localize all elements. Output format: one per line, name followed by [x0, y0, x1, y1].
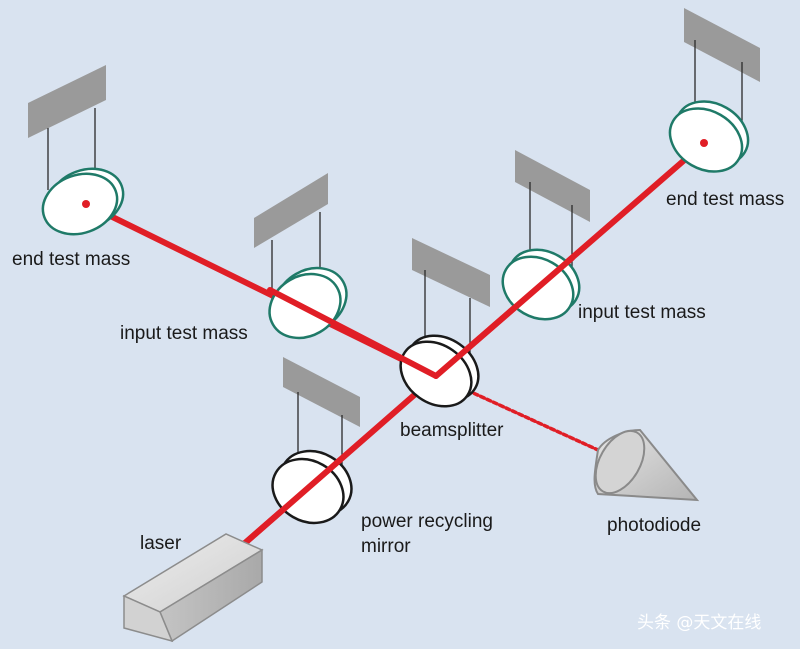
suspension-plate-left-end — [28, 65, 106, 138]
end-test-mass-left — [41, 167, 125, 236]
watermark: 头条 @天文在线 — [637, 613, 761, 633]
label-end-test-mass-right: end test mass — [666, 189, 784, 210]
beam-segments-through-optics — [234, 255, 575, 553]
input-test-mass-left — [268, 266, 348, 340]
suspension-plate-power-recycling — [283, 357, 360, 427]
photodiode — [593, 428, 700, 502]
suspension-wires — [47, 40, 743, 490]
label-laser: laser — [140, 533, 182, 554]
suspension-plate-right-end — [684, 8, 760, 82]
label-photodiode: photodiode — [607, 515, 701, 536]
label-beamsplitter: beamsplitter — [400, 420, 504, 441]
label-power-recycling-line2: mirror — [361, 536, 411, 557]
label-power-recycling-line1: power recycling — [361, 511, 493, 532]
label-end-test-mass-left: end test mass — [12, 249, 130, 270]
label-input-test-mass-left: input test mass — [120, 323, 248, 344]
suspension-plate-beamsplitter — [412, 238, 490, 307]
suspension-plate-left-input — [254, 173, 328, 248]
suspension-plate-right-input — [515, 150, 590, 222]
label-input-test-mass-right: input test mass — [578, 302, 706, 323]
end-test-mass-right — [668, 100, 750, 173]
laser-box — [122, 533, 264, 643]
